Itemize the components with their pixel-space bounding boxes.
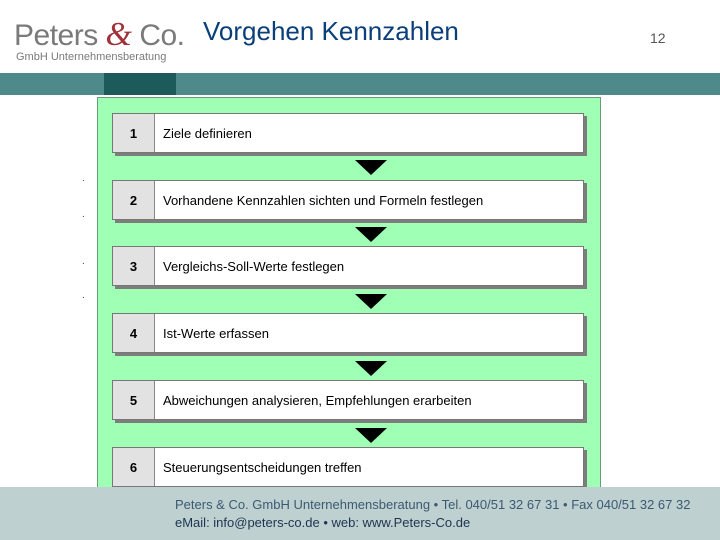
process-step: 1 Ziele definieren <box>112 113 584 153</box>
bullet-mark: . <box>82 256 85 267</box>
bullet-mark: . <box>82 290 85 301</box>
step-label: Ist-Werte erfassen <box>163 325 269 341</box>
step-number: 3 <box>113 247 155 285</box>
process-step: 4 Ist-Werte erfassen <box>112 313 584 353</box>
down-arrow-icon <box>355 294 387 309</box>
step-label: Steuerungsentscheidungen treffen <box>163 459 362 475</box>
step-number: 1 <box>113 114 155 152</box>
step-label: Vergleichs-Soll-Werte festlegen <box>163 258 345 274</box>
down-arrow-icon <box>355 428 387 443</box>
bullet-mark: . <box>82 173 85 184</box>
footer-contact-web: eMail: info@peters-co.de • web: www.Pete… <box>175 515 471 530</box>
down-arrow-icon <box>355 227 387 242</box>
step-number: 4 <box>113 314 155 352</box>
logo-wordmark: Peters & Co. <box>14 16 185 53</box>
step-label: Vorhandene Kennzahlen sichten und Formel… <box>163 192 484 208</box>
bullet-mark: . <box>82 209 85 220</box>
step-number: 5 <box>113 381 155 419</box>
process-diagram: 1 Ziele definieren 2 Vorhandene Kennzahl… <box>97 97 601 503</box>
header-bar-accent <box>104 73 176 95</box>
step-label: Abweichungen analysieren, Empfehlungen e… <box>163 392 472 408</box>
page-number: 12 <box>650 30 666 46</box>
company-logo: Peters & Co. GmbH Unternehmensberatung <box>14 14 185 66</box>
down-arrow-icon <box>355 361 387 376</box>
footer-bar: Peters & Co. GmbH Unternehmensberatung •… <box>0 487 720 540</box>
process-step: 5 Abweichungen analysieren, Empfehlungen… <box>112 380 584 420</box>
process-step: 2 Vorhandene Kennzahlen sichten und Form… <box>112 180 584 220</box>
process-step: 3 Vergleichs-Soll-Werte festlegen <box>112 246 584 286</box>
step-label: Ziele definieren <box>163 125 252 141</box>
header-bar <box>0 73 720 95</box>
process-step: 6 Steuerungsentscheidungen treffen <box>112 447 584 487</box>
footer-contact-phone: Peters & Co. GmbH Unternehmensberatung •… <box>175 497 691 512</box>
step-number: 2 <box>113 181 155 219</box>
logo-subtitle: GmbH Unternehmensberatung <box>16 51 167 63</box>
down-arrow-icon <box>355 160 387 175</box>
step-number: 6 <box>113 448 155 486</box>
slide-title: Vorgehen Kennzahlen <box>203 16 459 46</box>
